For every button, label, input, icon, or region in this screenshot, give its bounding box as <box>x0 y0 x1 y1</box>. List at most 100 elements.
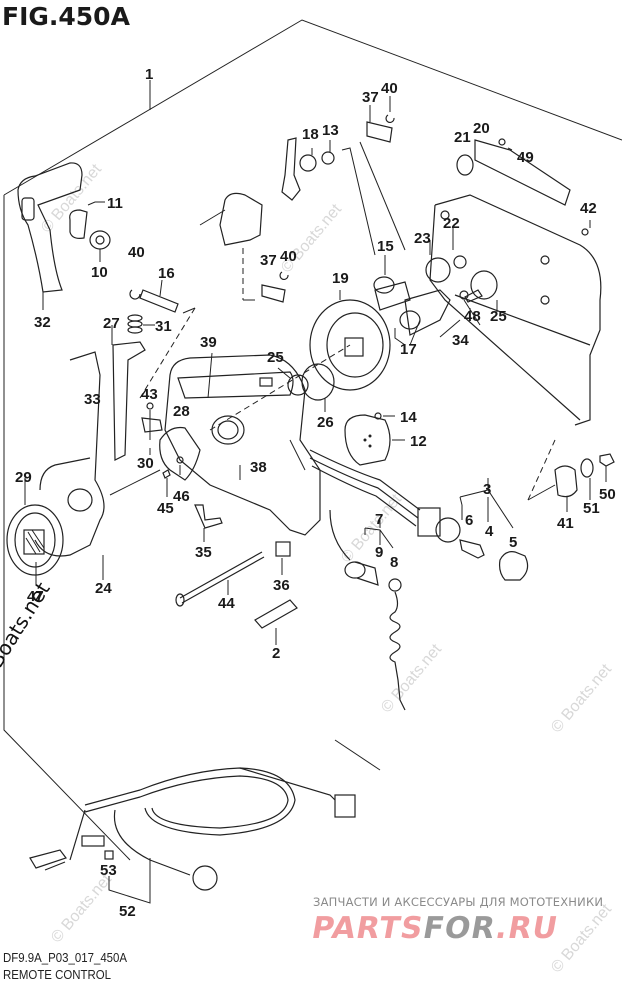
shop-logo-part3: .RU <box>492 911 561 946</box>
callout-18[interactable]: 18 <box>302 126 319 143</box>
callout-4[interactable]: 4 <box>485 523 494 540</box>
callout-15[interactable]: 15 <box>377 238 394 255</box>
callout-41[interactable]: 41 <box>557 515 574 532</box>
callout-35[interactable]: 35 <box>195 544 212 561</box>
shift-shaft-part <box>373 276 451 336</box>
callout-7[interactable]: 7 <box>375 511 383 528</box>
callout-16[interactable]: 16 <box>158 265 175 282</box>
callout-13[interactable]: 13 <box>322 122 339 139</box>
callout-21[interactable]: 21 <box>454 129 471 146</box>
callout-5[interactable]: 5 <box>509 534 517 551</box>
lanyard-part <box>389 591 406 711</box>
callout-49[interactable]: 49 <box>517 149 534 166</box>
callout-48[interactable]: 48 <box>464 308 481 325</box>
nut-part <box>599 453 615 467</box>
lever-arm-part <box>281 137 301 201</box>
callout-40c[interactable]: 40 <box>280 248 297 265</box>
link-part <box>366 121 393 143</box>
key-part <box>459 539 485 559</box>
callout-24[interactable]: 24 <box>95 580 112 597</box>
callout-40a[interactable]: 40 <box>381 80 398 97</box>
washer-part <box>89 230 111 250</box>
callout-47[interactable]: 47 <box>27 588 44 605</box>
callout-38[interactable]: 38 <box>250 459 267 476</box>
callout-12[interactable]: 12 <box>410 433 427 450</box>
callout-37b[interactable]: 37 <box>260 252 277 269</box>
ring-part <box>470 270 498 300</box>
callout-11[interactable]: 11 <box>107 195 123 212</box>
callout-labels: 1 2 3 4 5 6 7 8 9 10 11 12 13 14 15 16 1… <box>15 66 616 920</box>
washer-part-51 <box>580 458 594 478</box>
callout-42[interactable]: 42 <box>580 200 597 217</box>
shop-tagline: ЗАПЧАСТИ И АКСЕССУАРЫ ДЛЯ МОТОТЕХНИКИ <box>313 895 604 909</box>
side-cover-part <box>429 194 602 426</box>
callout-30[interactable]: 30 <box>137 455 154 472</box>
shop-logo[interactable]: PARTSFOR.RU <box>309 911 561 946</box>
callout-43[interactable]: 43 <box>141 386 158 403</box>
callout-31[interactable]: 31 <box>155 318 172 335</box>
key-cover-part <box>498 551 529 581</box>
callout-44[interactable]: 44 <box>218 595 235 612</box>
knob-cap-part <box>6 504 64 576</box>
spring-part <box>127 314 143 334</box>
callout-32[interactable]: 32 <box>34 314 51 331</box>
grip-part <box>17 162 83 310</box>
grommet-part <box>554 465 578 498</box>
plate-part <box>254 599 298 629</box>
callout-2[interactable]: 2 <box>272 645 280 662</box>
bushing-part <box>287 374 309 396</box>
callout-37a[interactable]: 37 <box>362 89 379 106</box>
callout-40b[interactable]: 40 <box>128 244 145 261</box>
long-screw-part <box>175 551 265 607</box>
round-connector-part <box>192 865 218 891</box>
shop-logo-part1: PARTS <box>308 911 427 946</box>
stopper-part <box>69 209 88 239</box>
wiring-harness-part <box>309 449 421 561</box>
callout-33[interactable]: 33 <box>84 391 101 408</box>
buzzer-part <box>344 414 391 466</box>
callout-14[interactable]: 14 <box>400 409 417 426</box>
stop-switch-part <box>344 561 379 586</box>
shop-logo-part2: FOR <box>420 911 500 946</box>
figure-code: DF9.9A_P03_017_450A <box>3 950 128 965</box>
callout-17[interactable]: 17 <box>400 341 417 358</box>
callout-34[interactable]: 34 <box>452 332 469 349</box>
bracket-part <box>112 341 146 461</box>
gear-disc-part <box>309 299 391 391</box>
callout-22[interactable]: 22 <box>443 215 460 232</box>
callout-26[interactable]: 26 <box>317 414 334 431</box>
callout-36[interactable]: 36 <box>273 577 290 594</box>
callout-53[interactable]: 53 <box>100 862 117 879</box>
callout-25b[interactable]: 25 <box>490 308 507 325</box>
detent-plate-part <box>159 426 201 481</box>
callout-29[interactable]: 29 <box>15 469 32 486</box>
callout-8[interactable]: 8 <box>390 554 398 571</box>
callout-52[interactable]: 52 <box>119 903 136 920</box>
pin-part <box>139 289 179 313</box>
callout-1[interactable]: 1 <box>145 66 153 83</box>
callout-10[interactable]: 10 <box>91 264 108 281</box>
callout-50[interactable]: 50 <box>599 486 616 503</box>
callout-9[interactable]: 9 <box>375 544 383 561</box>
rail-part <box>474 139 571 206</box>
key-switch-part <box>417 507 461 543</box>
callout-20[interactable]: 20 <box>473 120 490 137</box>
callout-46[interactable]: 46 <box>173 488 190 505</box>
figure-name: REMOTE CONTROL <box>3 967 112 982</box>
connector-part <box>334 794 356 818</box>
lever-part <box>34 351 105 557</box>
callout-39[interactable]: 39 <box>200 334 217 351</box>
callout-45[interactable]: 45 <box>157 500 174 517</box>
cam-bracket-part <box>219 192 263 246</box>
callout-27[interactable]: 27 <box>103 315 120 332</box>
callout-51[interactable]: 51 <box>583 500 600 517</box>
callout-19[interactable]: 19 <box>332 270 349 287</box>
callout-25a[interactable]: 25 <box>267 349 284 366</box>
callout-6[interactable]: 6 <box>465 512 473 529</box>
callout-3[interactable]: 3 <box>483 481 491 498</box>
callout-23[interactable]: 23 <box>414 230 431 247</box>
clip-part <box>194 504 223 529</box>
callout-28[interactable]: 28 <box>173 403 190 420</box>
block-part <box>275 541 291 557</box>
